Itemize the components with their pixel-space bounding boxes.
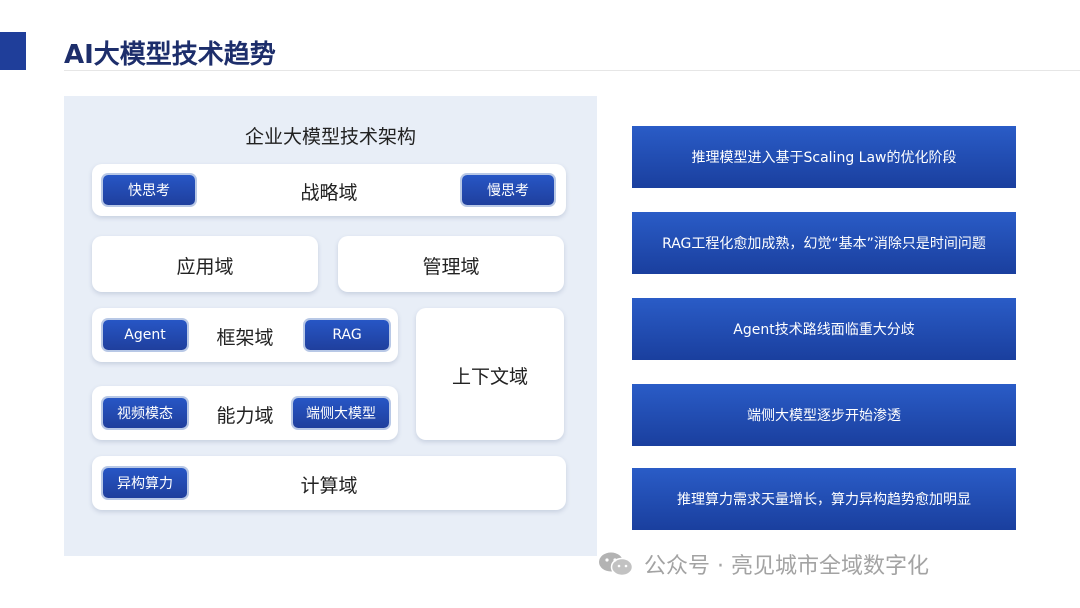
trend-card-4: 端侧大模型逐步开始渗透 [632, 384, 1016, 446]
application-domain-box: 应用域 [92, 236, 318, 292]
capability-domain-label: 能力域 [216, 405, 274, 427]
watermark-text: 公众号 · 亮见城市全域数字化 [644, 554, 929, 579]
framework-domain-box: Agent 框架域 RAG [92, 308, 398, 362]
architecture-panel: 企业大模型技术架构 快思考 战略域 慢思考 应用域 管理域 Agent 框架域 … [64, 96, 597, 556]
management-domain-label: 管理域 [422, 256, 480, 278]
video-modality-tag: 视频模态 [103, 398, 187, 428]
agent-tag: Agent [103, 320, 187, 350]
trend-card-1: 推理模型进入基于Scaling Law的优化阶段 [632, 126, 1016, 188]
trend-card-2: RAG工程化愈加成熟，幻觉“基本”消除只是时间问题 [632, 212, 1016, 274]
framework-domain-label: 框架域 [216, 327, 274, 349]
edge-model-tag: 端侧大模型 [293, 398, 389, 428]
trend-card-5: 推理算力需求天量增长，算力异构趋势愈加明显 [632, 468, 1016, 530]
title-divider [64, 70, 1080, 71]
heterogeneous-compute-tag: 异构算力 [103, 468, 187, 498]
title-accent-bar [0, 32, 26, 70]
slow-thinking-tag: 慢思考 [462, 175, 554, 205]
watermark: 公众号 · 亮见城市全域数字化 [598, 548, 929, 580]
context-domain-box: 上下文域 [416, 308, 564, 440]
rag-tag: RAG [305, 320, 389, 350]
wechat-icon [599, 552, 634, 577]
compute-domain-label: 计算域 [300, 475, 358, 497]
trend-card-3: Agent技术路线面临重大分歧 [632, 298, 1016, 360]
fast-thinking-tag: 快思考 [103, 175, 195, 205]
context-domain-label: 上下文域 [451, 366, 528, 388]
compute-domain-box: 异构算力 计算域 [92, 456, 566, 510]
strategy-domain-label: 战略域 [300, 182, 358, 204]
page-title: AI大模型技术趋势 [64, 40, 276, 70]
application-domain-label: 应用域 [176, 256, 234, 278]
architecture-heading: 企业大模型技术架构 [244, 126, 416, 148]
management-domain-box: 管理域 [338, 236, 564, 292]
strategy-domain-box: 快思考 战略域 慢思考 [92, 164, 566, 216]
capability-domain-box: 视频模态 能力域 端侧大模型 [92, 386, 398, 440]
